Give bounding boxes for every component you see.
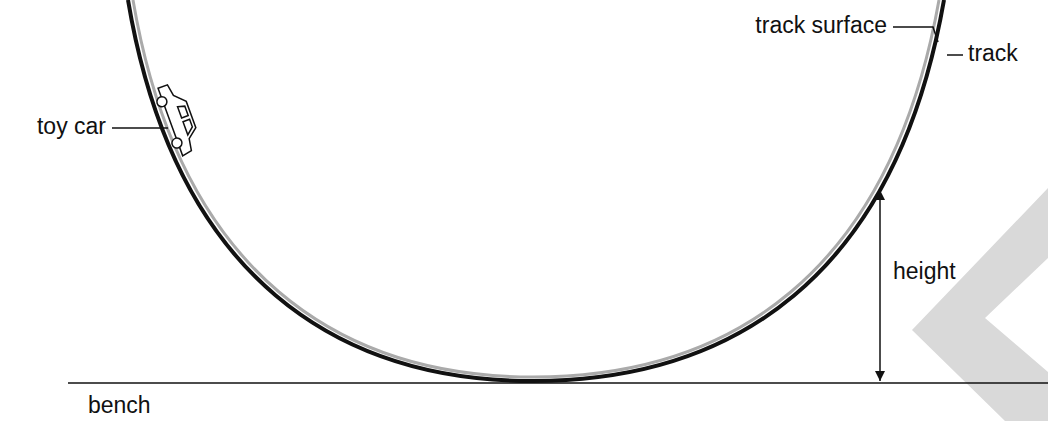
dimension-label: height — [893, 258, 956, 284]
toy-car-figure — [152, 81, 203, 158]
bench-line — [68, 382, 1048, 384]
part-label: bench — [88, 392, 151, 418]
dimension-arrow — [879, 190, 881, 381]
leader-line — [893, 27, 938, 42]
leader-line — [947, 54, 963, 56]
leader-line — [112, 127, 168, 129]
part-label: toy car — [37, 113, 106, 139]
track-surface-line — [133, 0, 939, 377]
track-line — [128, 0, 944, 381]
watermark-chevron — [912, 188, 1048, 421]
part-label: track surface — [755, 12, 887, 38]
part-label: track — [968, 40, 1018, 66]
